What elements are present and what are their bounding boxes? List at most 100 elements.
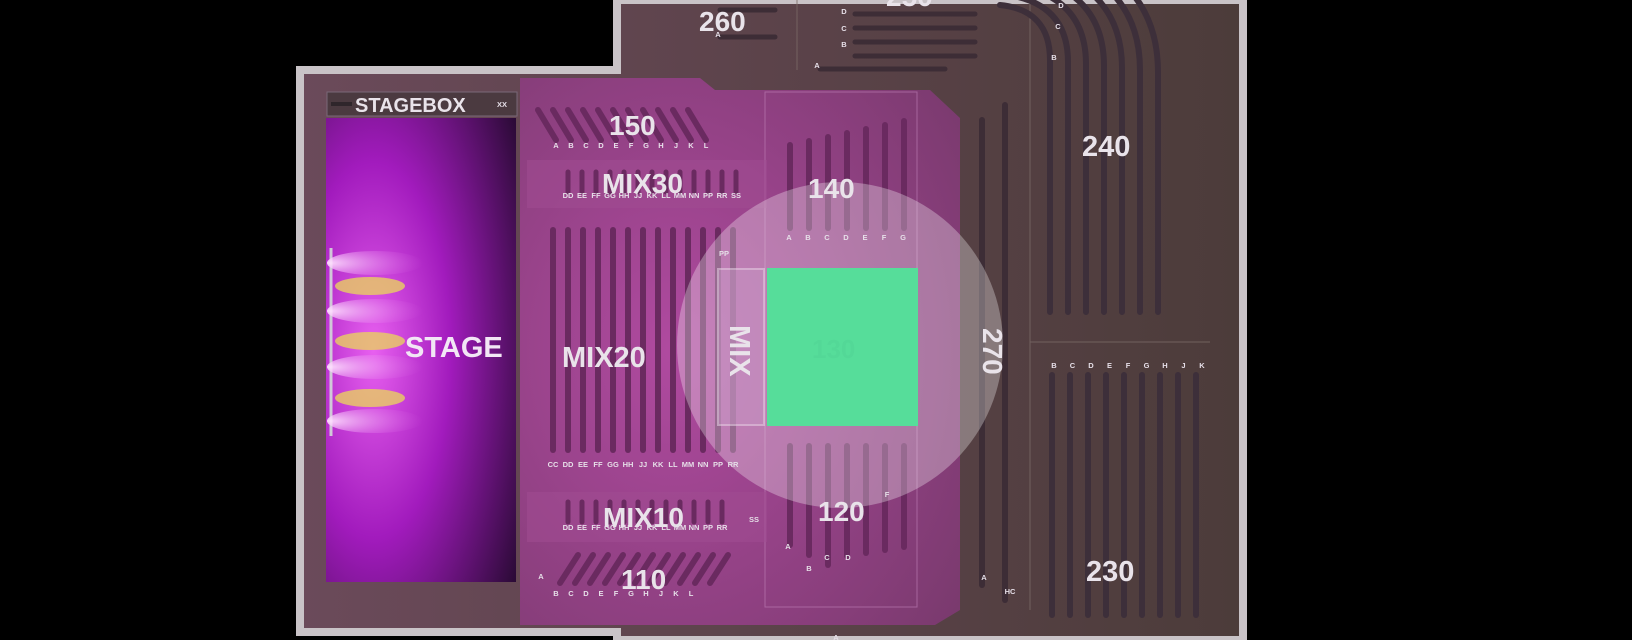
seat-row-150[interactable] xyxy=(565,107,589,143)
seat-row-150[interactable] xyxy=(655,107,679,143)
row-label-mix20: PP xyxy=(713,460,723,469)
row-label-mix30: FF xyxy=(591,191,601,200)
seat-row-110[interactable] xyxy=(602,552,626,586)
seat-row-240[interactable] xyxy=(997,2,1053,315)
seat-row-110[interactable] xyxy=(587,552,611,586)
section-150-rows[interactable] xyxy=(535,107,709,143)
row-label-mix10: KK xyxy=(647,523,658,532)
section-140-label[interactable]: 140 xyxy=(808,173,855,204)
section-270-label[interactable]: 270 xyxy=(977,328,1008,375)
section-110-rows[interactable] xyxy=(557,552,731,586)
seat-row-150[interactable] xyxy=(685,107,709,143)
row-label-230: B xyxy=(1051,361,1057,370)
seat-row-150[interactable] xyxy=(625,107,649,143)
section-mix30-label[interactable]: MIX30 xyxy=(602,168,683,199)
row-label-140: G xyxy=(900,233,906,242)
seat-row-110[interactable] xyxy=(632,552,656,586)
row-label-150: L xyxy=(704,141,709,150)
row-label-mix30: LL xyxy=(661,191,671,200)
section-260-label[interactable]: 260 xyxy=(699,6,746,37)
section-270-rows[interactable] xyxy=(979,102,1008,603)
row-label-250-a: A xyxy=(814,61,820,70)
row-label-110: E xyxy=(598,589,603,598)
row-label-mix20: KK xyxy=(653,460,664,469)
seat-row-240[interactable] xyxy=(1048,0,1161,315)
row-label-140: A xyxy=(786,233,792,242)
seat-row-240[interactable] xyxy=(1024,0,1107,315)
row-label-mix30: KK xyxy=(647,191,658,200)
seat-row-110[interactable] xyxy=(647,552,671,586)
row-label-230: C xyxy=(1070,361,1076,370)
row-label-230: H xyxy=(1162,361,1167,370)
seat-row-240[interactable] xyxy=(1008,0,1071,315)
row-label-240: C xyxy=(1055,22,1061,31)
section-230-label[interactable]: 230 xyxy=(1086,556,1134,588)
seat-row-150[interactable] xyxy=(535,107,559,143)
row-label-250: C xyxy=(841,24,847,33)
row-label-150: D xyxy=(598,141,604,150)
seat-row-150[interactable] xyxy=(550,107,574,143)
section-120-label[interactable]: 120 xyxy=(818,496,865,527)
seat-row-150[interactable] xyxy=(580,107,604,143)
section-240-rows[interactable] xyxy=(997,0,1161,315)
seat-row-240[interactable] xyxy=(1040,0,1143,315)
row-label-mix30: HH xyxy=(619,191,630,200)
section-240-label[interactable]: 240 xyxy=(1082,131,1130,163)
section-130-label: 130 xyxy=(812,334,855,364)
row-label-110: H xyxy=(643,589,648,598)
seat-row-110[interactable] xyxy=(677,552,701,586)
row-label-mix20: FF xyxy=(593,460,603,469)
seat-row-240[interactable] xyxy=(1032,0,1125,315)
row-label-250: D xyxy=(841,7,847,16)
section-130-selected[interactable] xyxy=(767,268,918,426)
row-label-mix10: RR xyxy=(717,523,728,532)
mix-desk-label: MIX xyxy=(723,325,755,377)
row-label-110: L xyxy=(689,589,694,598)
row-label-mix30: GG xyxy=(604,191,616,200)
seat-row-150[interactable] xyxy=(640,107,664,143)
row-label-230: G xyxy=(1144,361,1150,370)
row-label-240: D xyxy=(1058,1,1064,10)
section-mix30-rows[interactable] xyxy=(565,169,739,195)
row-label-150: H xyxy=(658,141,663,150)
row-label-150: G xyxy=(643,141,649,150)
seat-row-110[interactable] xyxy=(572,552,596,586)
row-label-150: F xyxy=(629,141,634,150)
row-label-mix20: HH xyxy=(623,460,634,469)
seat-row-110[interactable] xyxy=(557,552,581,586)
section-150-label[interactable]: 150 xyxy=(609,110,656,141)
section-mix10-label[interactable]: MIX10 xyxy=(603,502,684,533)
seat-row-150[interactable] xyxy=(610,107,634,143)
row-label-mix30: JJ xyxy=(634,191,642,200)
row-label-120: D xyxy=(845,553,851,562)
row-label-mix20: CC xyxy=(548,460,559,469)
upper-section-rows[interactable] xyxy=(717,7,978,72)
section-mix20-label[interactable]: MIX20 xyxy=(562,342,646,374)
row-label-150: C xyxy=(583,141,589,150)
row-label-mix20-top: PP xyxy=(719,249,729,258)
mix-desk[interactable] xyxy=(717,268,765,426)
row-label-mix20: GG xyxy=(607,460,619,469)
section-250-label[interactable]: 250 xyxy=(886,0,933,12)
seat-row-110[interactable] xyxy=(692,552,716,586)
section-230-rows[interactable] xyxy=(1049,372,1199,618)
seat-row-240[interactable] xyxy=(1016,0,1089,315)
seat-row-110[interactable] xyxy=(707,552,731,586)
section-140-rows[interactable] xyxy=(787,118,907,231)
row-label-mix10: MM xyxy=(674,523,687,532)
stagebox-tag: XX xyxy=(497,100,507,109)
section-110-label[interactable]: 110 xyxy=(621,564,666,595)
section-mix10-rows[interactable] xyxy=(565,499,725,525)
row-label-250: B xyxy=(841,40,847,49)
seat-row-150[interactable] xyxy=(670,107,694,143)
row-label-120: C xyxy=(824,553,830,562)
row-label-mix30: RR xyxy=(717,191,728,200)
row-label-150: B xyxy=(568,141,574,150)
row-label-140: E xyxy=(862,233,867,242)
seat-row-150[interactable] xyxy=(595,107,619,143)
row-label-mix30: NN xyxy=(689,191,700,200)
seat-row-110[interactable] xyxy=(662,552,686,586)
row-label-mix10: GG xyxy=(604,523,616,532)
section-120-rows[interactable] xyxy=(787,443,907,568)
seat-row-110[interactable] xyxy=(617,552,641,586)
